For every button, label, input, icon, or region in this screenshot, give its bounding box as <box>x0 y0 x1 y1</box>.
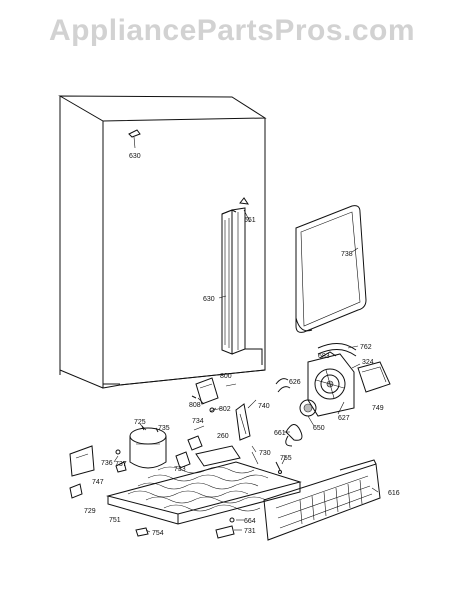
label-735: 735 <box>158 425 170 432</box>
part-labels: 630 551 630 738 762 683 324 800 626 808 … <box>84 153 400 537</box>
label-260: 260 <box>217 433 229 440</box>
label-749: 749 <box>372 405 384 412</box>
label-664: 664 <box>244 518 256 525</box>
label-725: 725 <box>134 419 146 426</box>
label-551: 551 <box>244 217 256 224</box>
label-747: 747 <box>92 479 104 486</box>
cabinet <box>58 95 267 389</box>
label-729: 729 <box>84 508 96 515</box>
part-762-tube <box>317 343 357 357</box>
part-751-base <box>106 445 302 525</box>
part-616-cover <box>263 459 381 541</box>
label-731: 731 <box>244 528 256 535</box>
label-755: 755 <box>280 455 292 462</box>
label-630-strip: 630 <box>203 296 215 303</box>
label-683: 683 <box>318 353 330 360</box>
part-725-compressor <box>129 425 167 469</box>
part-729 <box>69 483 83 499</box>
part-630-clip <box>128 129 141 149</box>
label-324: 324 <box>362 359 374 366</box>
part-733-relay <box>175 425 205 469</box>
part-740-bracket <box>235 403 251 441</box>
label-737: 737 <box>115 461 127 468</box>
label-733: 733 <box>174 466 186 473</box>
part-747-bracket <box>69 445 95 477</box>
part-650-motor <box>299 399 317 417</box>
label-754: 754 <box>152 530 164 537</box>
small-parts-736-737 <box>115 449 127 473</box>
small-parts-664-731-754 <box>135 517 235 539</box>
label-627: 627 <box>338 415 350 422</box>
label-802: 802 <box>219 406 231 413</box>
label-616: 616 <box>388 490 400 497</box>
label-626: 626 <box>289 379 301 386</box>
part-661-blade <box>285 424 303 447</box>
label-738: 738 <box>341 251 353 258</box>
part-749-cover <box>357 361 391 393</box>
label-808: 808 <box>189 402 201 409</box>
label-650: 650 <box>313 425 325 432</box>
label-730: 730 <box>259 450 271 457</box>
label-740: 740 <box>258 403 270 410</box>
label-800: 800 <box>220 373 232 380</box>
fan-assembly <box>307 351 355 417</box>
small-parts-730-755 <box>251 451 282 474</box>
label-751: 751 <box>109 517 121 524</box>
watermark: AppliancePartsPros.com <box>48 14 416 47</box>
label-661: 661 <box>274 430 286 437</box>
leader-lines <box>113 209 379 533</box>
label-630-top: 630 <box>129 153 141 160</box>
part-630-strip <box>221 197 263 365</box>
defrost-parts <box>191 377 223 413</box>
label-734: 734 <box>192 418 204 425</box>
part-738-panel <box>295 205 367 333</box>
label-762: 762 <box>360 344 372 351</box>
label-736: 736 <box>101 460 113 467</box>
part-626-bracket <box>275 378 291 393</box>
